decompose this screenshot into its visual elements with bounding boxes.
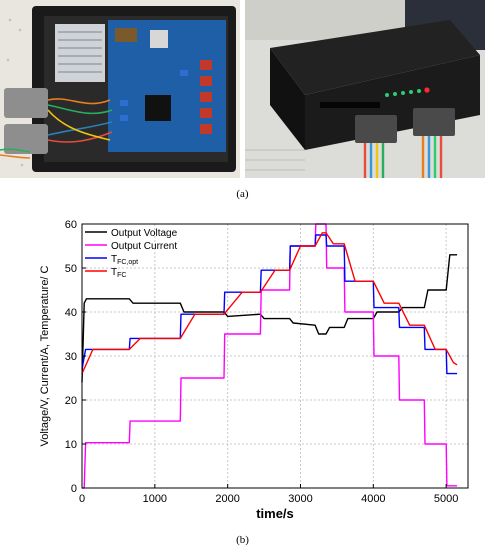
- legend-entry: TFC,opt: [111, 254, 138, 266]
- x-tick-label: 4000: [361, 493, 385, 505]
- series-line-1: [81, 254, 458, 383]
- series-layer: [81, 223, 458, 489]
- x-tick-label: 2000: [215, 493, 239, 505]
- controller-internal-photo: [0, 0, 240, 178]
- caption-a: (a): [236, 188, 249, 200]
- x-axis-label: time/s: [256, 506, 294, 521]
- y-tick-label: 40: [65, 307, 77, 319]
- axis-ticks: 0 1000 2000 3000 4000 5000 0 10 20 30 40 50 60: [65, 219, 459, 505]
- y-tick-label: 0: [71, 483, 77, 495]
- x-tick-label: 1000: [143, 493, 167, 505]
- controller-enclosure-photo: [245, 0, 485, 178]
- y-tick-label: 60: [65, 219, 77, 231]
- y-tick-label: 30: [65, 351, 77, 363]
- y-tick-label: 50: [65, 263, 77, 275]
- series-line-4: [81, 232, 458, 374]
- y-axis-label: Voltage/V, Current/A, Temperature/ C: [39, 265, 51, 446]
- line-chart: 0 1000 2000 3000 4000 5000 0 10 20 30 40 50 60 time/…: [39, 219, 469, 521]
- y-tick-label: 10: [65, 439, 77, 451]
- grid: [82, 224, 468, 488]
- x-tick-label: 5000: [434, 493, 458, 505]
- y-tick-label: 20: [65, 395, 77, 407]
- series-line-3: [81, 234, 458, 375]
- legend-entry: TFC: [111, 267, 126, 279]
- legend-entry: Output Current: [111, 241, 177, 252]
- legend-entry: Output Voltage: [111, 228, 178, 239]
- x-tick-label: 0: [79, 493, 85, 505]
- caption-b: (b): [236, 534, 249, 546]
- x-tick-label: 3000: [288, 493, 312, 505]
